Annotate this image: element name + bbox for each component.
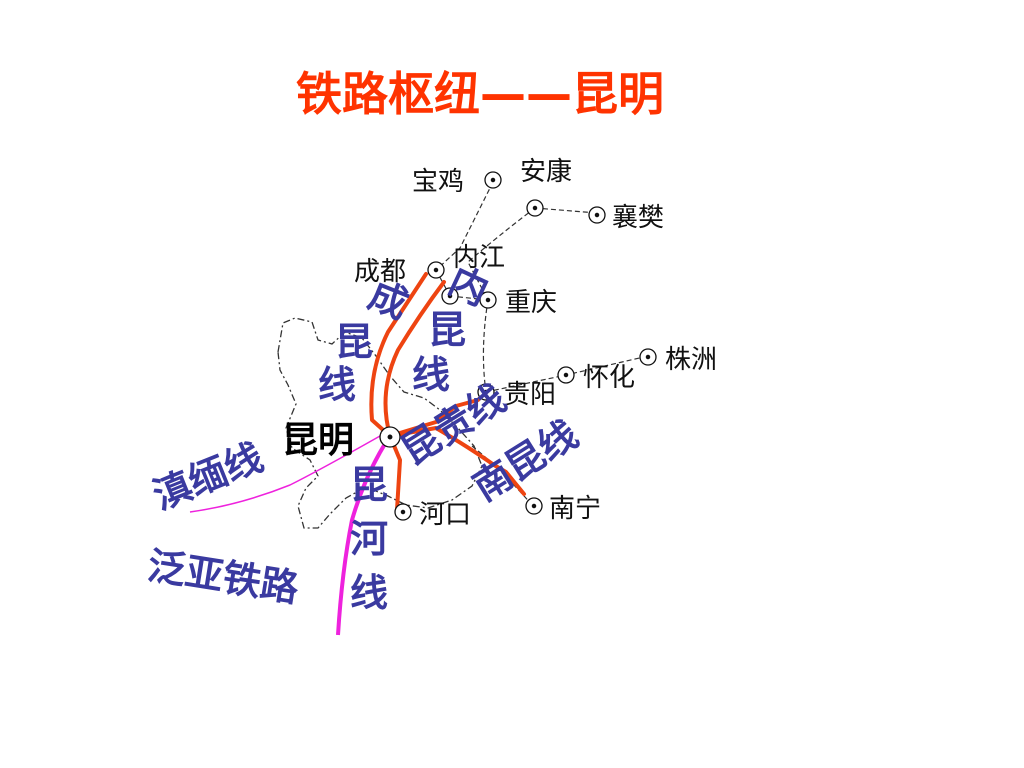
city-kunming: 昆明	[282, 420, 354, 461]
railway-neijiang-chongqing	[449, 295, 489, 301]
railway-dianmian	[189, 435, 381, 513]
kunming-railways	[369, 272, 526, 512]
city-hekou: 河口	[419, 500, 471, 530]
station-nanning	[525, 497, 543, 515]
station-markers	[379, 171, 657, 521]
yunnan-boundary	[277, 317, 483, 529]
railway-ankang-chongqing	[467, 207, 536, 301]
label-neikun-3: 线	[412, 353, 450, 397]
station-guiyang	[477, 383, 495, 401]
railway-guiyang-nanning	[471, 445, 533, 506]
city-huaihua: 怀化	[583, 363, 635, 393]
label-kunhe-2: 河	[350, 517, 388, 561]
railway-chengkun	[369, 272, 428, 438]
map-title: 铁路枢纽——昆明	[296, 67, 664, 121]
label-fanya: 泛亚铁路	[145, 543, 303, 610]
city-labels: 宝鸡 安康 襄樊 成都 内江 重庆 株洲 怀化 贵阳 河口 南宁 昆明	[282, 157, 717, 530]
city-chengdu: 成都	[354, 257, 406, 287]
city-guiyang: 贵阳	[504, 380, 556, 410]
city-nanning: 南宁	[549, 494, 601, 524]
city-chongqing: 重庆	[505, 288, 557, 318]
label-chengkun-2: 昆	[335, 320, 373, 364]
station-hekou	[394, 503, 412, 521]
station-chongqing	[479, 291, 497, 309]
label-neikun-2: 昆	[428, 308, 466, 352]
station-chengdu	[427, 261, 445, 279]
foreign-railways	[189, 434, 392, 636]
city-neijiang: 内江	[453, 243, 505, 273]
label-chengkun-3: 线	[318, 363, 356, 407]
station-huaihua	[557, 366, 575, 384]
station-baoji	[484, 171, 502, 189]
city-baoji: 宝鸡	[412, 167, 464, 197]
railway-nankun	[388, 426, 526, 496]
station-ankang	[526, 199, 544, 217]
label-kunhe-1: 昆	[350, 463, 388, 507]
station-neijiang	[441, 287, 459, 305]
city-zhuzhou: 株洲	[665, 345, 717, 375]
railway-ankang-xiangfan	[534, 207, 598, 214]
railway-fanya	[336, 434, 392, 636]
railway-neikun	[383, 280, 446, 438]
station-zhuzhou	[639, 348, 657, 366]
railway-baoji-chengdu	[435, 181, 494, 271]
station-kunming	[379, 426, 401, 448]
label-kunhe-3: 线	[350, 571, 388, 615]
city-ankang: 安康	[520, 157, 572, 187]
label-dianmian: 滇缅线	[147, 435, 269, 519]
city-xiangfan: 襄樊	[612, 203, 664, 233]
station-xiangfan	[588, 206, 606, 224]
